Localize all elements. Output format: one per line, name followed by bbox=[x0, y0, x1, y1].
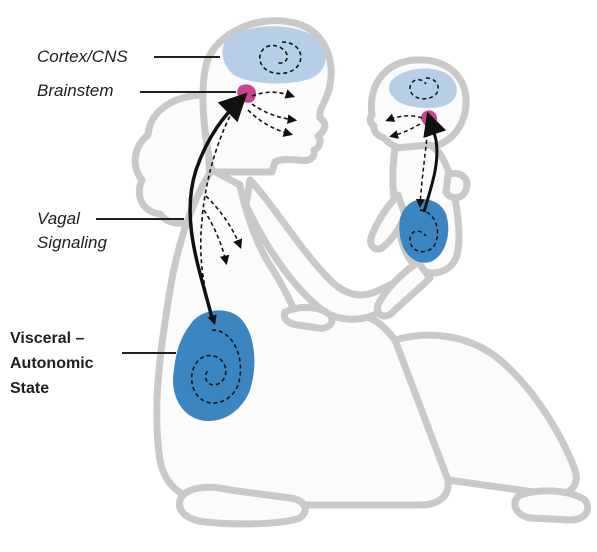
label-cortex: Cortex/CNS bbox=[37, 46, 128, 68]
mother-figure bbox=[135, 21, 588, 524]
mother-brain bbox=[222, 26, 325, 83]
leader-cortex bbox=[154, 56, 220, 58]
label-visceral-3: State bbox=[10, 377, 49, 401]
mother-hand bbox=[284, 307, 332, 328]
label-visceral-1: Visceral – bbox=[10, 327, 84, 351]
leader-brainstem bbox=[140, 91, 236, 93]
label-vagal-2: Signaling bbox=[37, 232, 107, 254]
infant-leg bbox=[377, 262, 430, 316]
leader-vagal bbox=[96, 218, 184, 220]
leader-visceral bbox=[122, 352, 176, 354]
label-visceral-2: Autonomic bbox=[10, 352, 94, 376]
mother-foot-right bbox=[515, 491, 588, 520]
label-vagal-1: Vagal bbox=[37, 208, 80, 230]
label-brainstem: Brainstem bbox=[37, 80, 114, 102]
infant-hand-grip bbox=[446, 173, 467, 197]
